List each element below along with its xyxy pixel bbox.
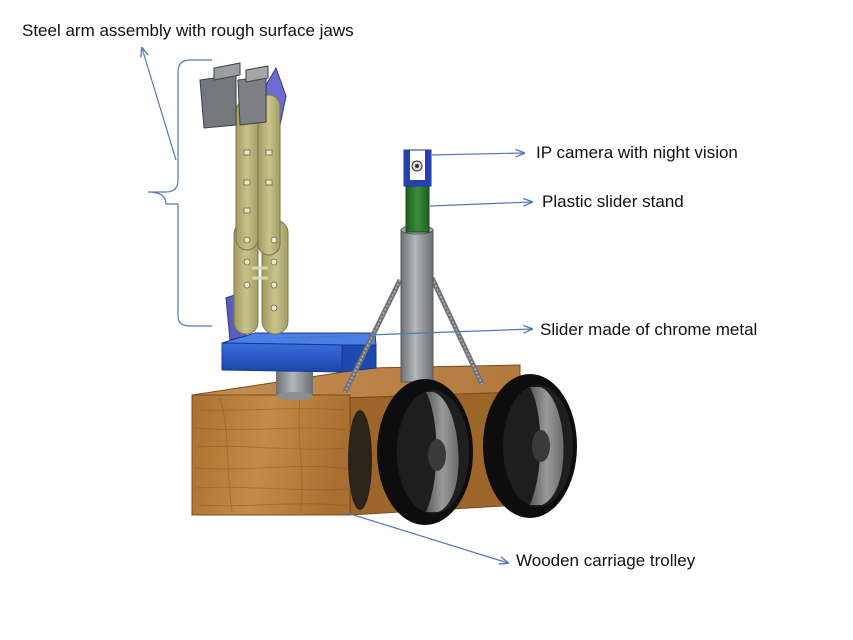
front-wheel-left <box>377 379 473 525</box>
front-wheel-right <box>483 374 577 518</box>
stand-leader-arrow <box>429 202 532 206</box>
arm-leader-arrow <box>142 48 177 161</box>
ip-camera <box>403 149 432 187</box>
arm-brace-bracket <box>147 59 212 327</box>
slider-stand <box>342 149 485 394</box>
slider-leader-arrow <box>285 329 532 339</box>
camera-leader-arrow <box>429 153 524 155</box>
trolley-leader-arrow <box>343 511 508 563</box>
label-chrome-slider: Slider made of chrome metal <box>540 320 758 339</box>
label-ip-camera: IP camera with night vision <box>536 143 738 162</box>
label-plastic-stand: Plastic slider stand <box>542 192 684 211</box>
steel-arm <box>199 62 289 341</box>
blue-base-plate <box>221 332 377 373</box>
label-steel-arm: Steel arm assembly with rough surface ja… <box>22 21 354 40</box>
chrome-post <box>276 370 313 400</box>
label-wooden-trolley: Wooden carriage trolley <box>516 551 696 570</box>
